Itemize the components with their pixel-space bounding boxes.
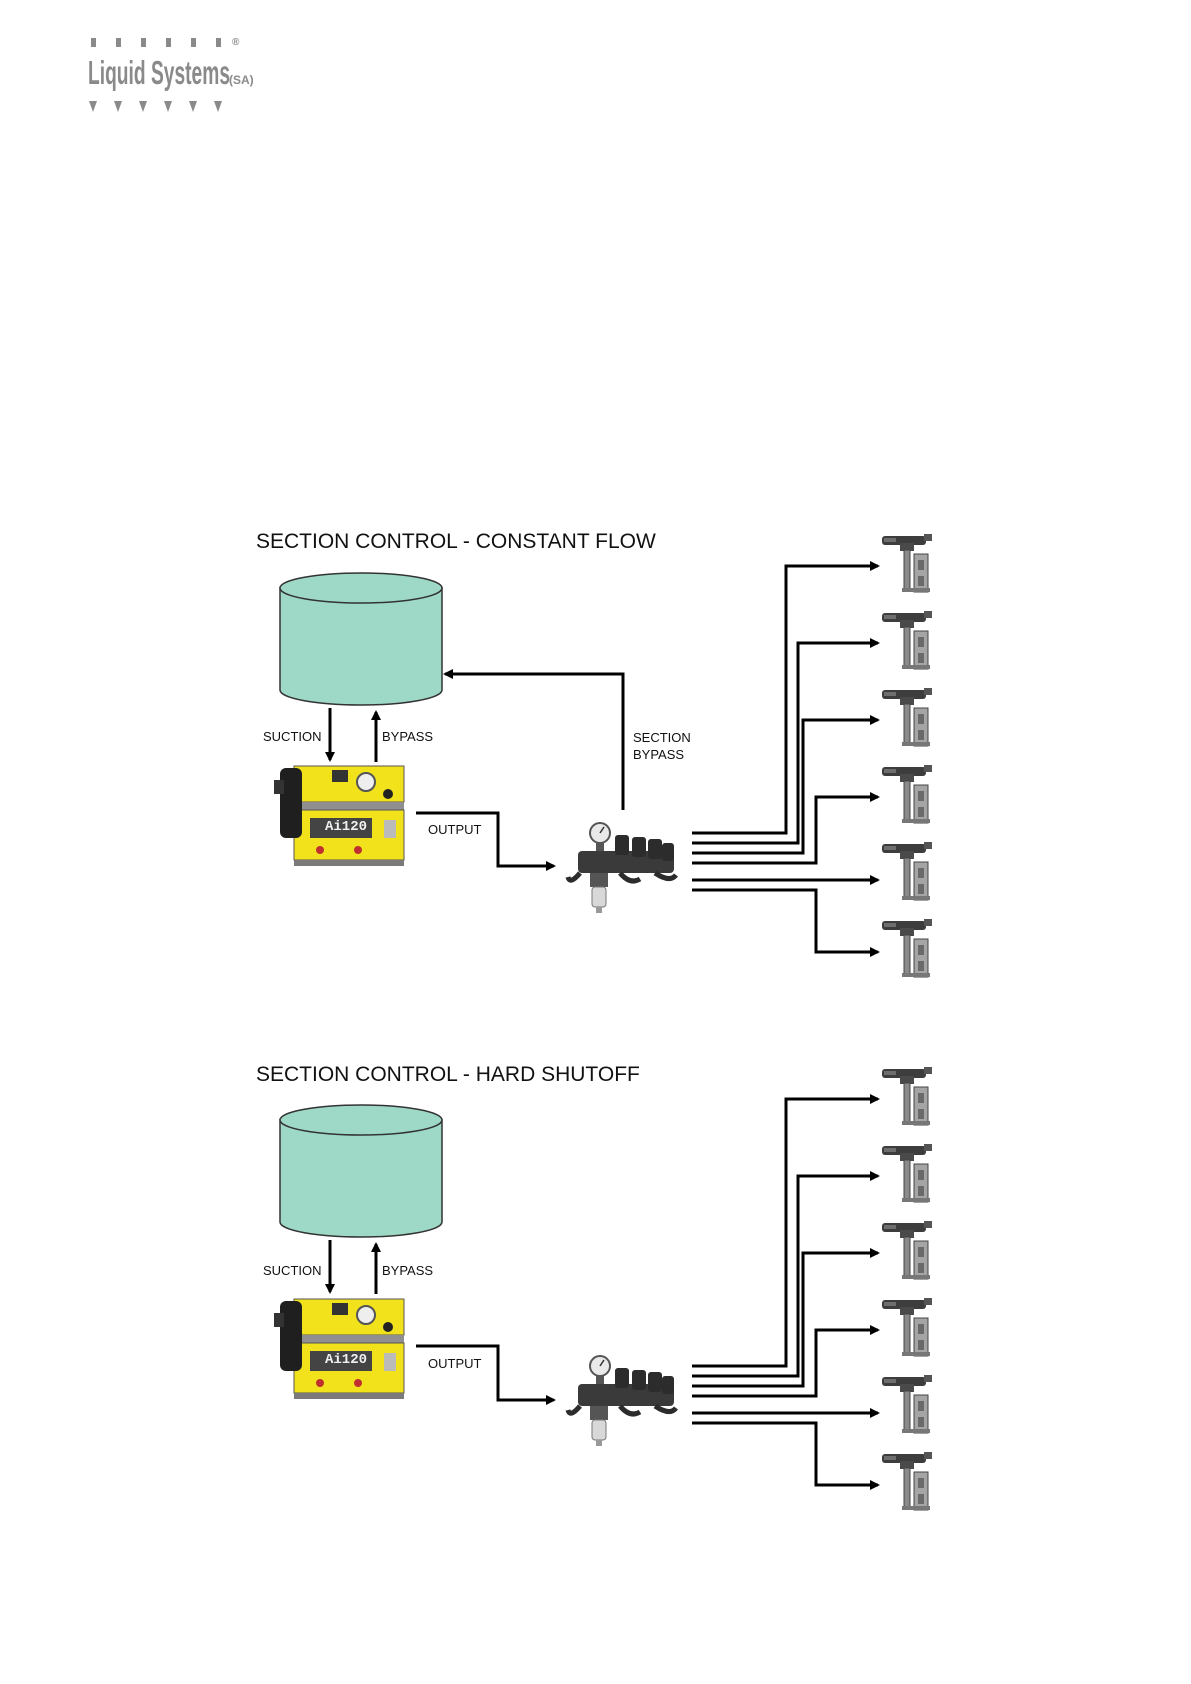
section-output-lines — [692, 566, 878, 952]
diagram-hard-shutoff: SECTION CONTROL - HARD SHUTOFF SUCTION B… — [256, 1063, 932, 1510]
logo-bottom-drops — [89, 101, 222, 112]
section-bypass-line — [445, 674, 623, 810]
section-output-6 — [692, 890, 878, 952]
logo-wordmark: Liquid Systems — [88, 54, 230, 91]
output-label: OUTPUT — [428, 1356, 482, 1371]
nozzle-6 — [882, 1452, 932, 1510]
nozzle-5 — [882, 842, 932, 900]
logo-top-bars — [91, 38, 221, 47]
pump-display: Ai120 — [325, 1352, 367, 1368]
section-output-1 — [692, 566, 878, 833]
nozzle-3 — [882, 688, 932, 746]
nozzle-bodies — [882, 534, 932, 977]
nozzle-6 — [882, 919, 932, 977]
diagram-title: SECTION CONTROL - CONSTANT FLOW — [256, 530, 656, 553]
section-bypass-label-line1: SECTION — [633, 730, 691, 745]
tank — [280, 573, 442, 705]
bypass-label: BYPASS — [382, 1263, 433, 1278]
output-line — [416, 1346, 554, 1400]
nozzle-bodies — [882, 1067, 932, 1510]
section-bypass-label-line2: BYPASS — [633, 747, 684, 762]
section-manifold — [568, 823, 676, 913]
output-line — [416, 813, 554, 866]
nozzle-2 — [882, 611, 932, 669]
tank — [280, 1105, 442, 1237]
nozzle-4 — [882, 765, 932, 823]
section-output-lines — [692, 1099, 878, 1485]
suction-label: SUCTION — [263, 1263, 322, 1278]
suction-label: SUCTION — [263, 729, 322, 744]
section-output-1 — [692, 1099, 878, 1366]
section-output-6 — [692, 1423, 878, 1485]
nozzle-3 — [882, 1221, 932, 1279]
logo-suffix: (SA) — [229, 73, 254, 87]
bypass-label: BYPASS — [382, 729, 433, 744]
pump-display: Ai120 — [325, 819, 367, 835]
nozzle-5 — [882, 1375, 932, 1433]
pump-unit — [274, 766, 404, 866]
diagram-constant-flow: SECTION CONTROL - CONSTANT FLOW SUCTION … — [256, 530, 932, 977]
diagram-title: SECTION CONTROL - HARD SHUTOFF — [256, 1063, 640, 1086]
logo-registered-mark: ® — [232, 37, 240, 48]
pump-unit — [274, 1299, 404, 1399]
section-manifold — [568, 1356, 676, 1446]
nozzle-1 — [882, 534, 932, 592]
company-logo: Liquid Systems (SA) ® — [88, 37, 254, 112]
nozzle-2 — [882, 1144, 932, 1202]
nozzle-4 — [882, 1298, 932, 1356]
output-label: OUTPUT — [428, 822, 482, 837]
nozzle-1 — [882, 1067, 932, 1125]
